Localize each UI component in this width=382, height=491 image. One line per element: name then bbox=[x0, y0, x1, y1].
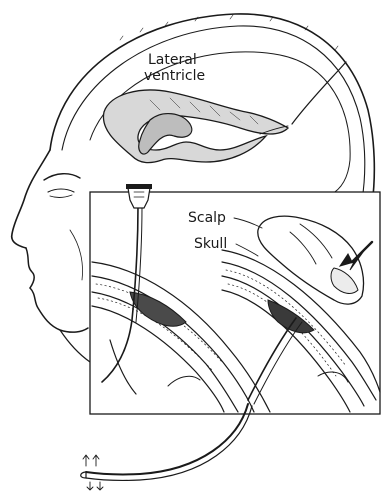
scalp-label: Scalp bbox=[188, 210, 226, 226]
skull-label: Skull bbox=[194, 236, 227, 252]
lateral-ventricle-label-line2: ventricle bbox=[144, 68, 205, 84]
catheter-tubing bbox=[81, 404, 252, 490]
lateral-ventricle-label-line1: Lateral bbox=[148, 52, 197, 68]
lateral-ventricle-drawing bbox=[90, 52, 350, 195]
inset-panel: Scalp Skull bbox=[90, 192, 380, 414]
